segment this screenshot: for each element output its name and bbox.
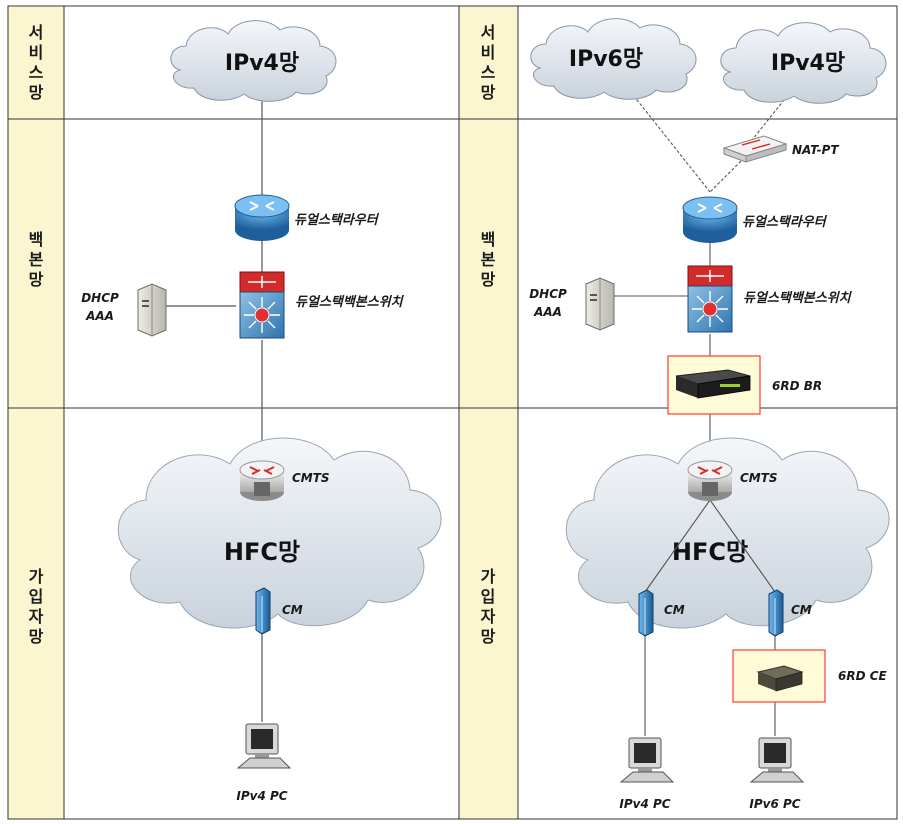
row-label-char: 입 bbox=[481, 587, 496, 606]
row-label-subscriber-right: 가 입 자 망 bbox=[481, 567, 496, 646]
row-label-char: 백 bbox=[481, 230, 496, 249]
router-label: 듀얼스택라우터 bbox=[294, 212, 380, 228]
row-label-column-left bbox=[7, 5, 65, 820]
link-line bbox=[709, 153, 749, 193]
row-label-char: 망 bbox=[29, 627, 44, 646]
cm-label: CM bbox=[791, 603, 812, 617]
link-line bbox=[644, 499, 711, 593]
pc-label: IPv4 PC bbox=[619, 797, 670, 811]
row-label-backbone-left: 백 본 망 bbox=[29, 230, 44, 289]
row-label-char: 본 bbox=[481, 250, 496, 269]
cmts-icon bbox=[687, 460, 733, 501]
row-label-char: 서 bbox=[481, 23, 496, 42]
right-cloud-links bbox=[644, 499, 776, 593]
row-label-backbone-right: 백 본 망 bbox=[481, 230, 496, 289]
cable-modem-icon bbox=[638, 589, 654, 637]
dhcp-aaa-server-icon bbox=[137, 283, 167, 337]
ipv6-pc-icon bbox=[749, 737, 805, 783]
ipv4-pc-icon bbox=[619, 737, 675, 783]
hfc-cloud-icon bbox=[565, 437, 890, 629]
row-label-char: 스 bbox=[29, 63, 44, 82]
dual-stack-router-icon bbox=[234, 194, 290, 241]
server-label-dhcp: DHCP bbox=[529, 287, 567, 301]
hfc-cloud-icon bbox=[117, 437, 442, 629]
router-label: 듀얼스택라우터 bbox=[742, 214, 828, 230]
row-label-char: 백 bbox=[29, 230, 44, 249]
dual-stack-router-icon bbox=[682, 196, 738, 243]
cmts-label: CMTS bbox=[292, 471, 330, 485]
row-label-char: 자 bbox=[29, 607, 44, 626]
row-label-char: 망 bbox=[481, 270, 496, 289]
cmts-icon bbox=[239, 460, 285, 501]
row-label-char: 비 bbox=[29, 43, 44, 62]
ipv4-cloud-label: IPv4망 bbox=[225, 51, 299, 76]
row-label-char: 가 bbox=[481, 567, 496, 586]
cmts-label: CMTS bbox=[740, 471, 778, 485]
ipv4-cloud-label: IPv4망 bbox=[771, 51, 845, 76]
ipv4-cloud-icon bbox=[170, 20, 337, 102]
switch-label: 듀얼스택백본스위치 bbox=[295, 294, 405, 310]
row-label-service-left: 서 비 스 망 bbox=[29, 23, 44, 102]
dual-stack-switch-icon bbox=[687, 265, 733, 333]
6rd-br-label: 6RD BR bbox=[772, 379, 822, 393]
nat-pt-device-icon bbox=[722, 135, 788, 163]
6rd-br-device-icon bbox=[675, 369, 751, 399]
row-label-char: 본 bbox=[29, 250, 44, 269]
row-label-char: 망 bbox=[481, 627, 496, 646]
row-label-char: 망 bbox=[29, 270, 44, 289]
dual-stack-switch-icon bbox=[239, 271, 285, 339]
row-label-char: 비 bbox=[481, 43, 496, 62]
nat-pt-label: NAT-PT bbox=[792, 143, 839, 157]
link-line bbox=[709, 499, 776, 593]
row-label-char: 망 bbox=[481, 83, 496, 102]
row-label-subscriber-left: 가 입 자 망 bbox=[29, 567, 44, 646]
ipv4-cloud-icon bbox=[720, 22, 887, 104]
row-label-column-right bbox=[458, 5, 519, 820]
hfc-cloud-label: HFC망 bbox=[224, 538, 300, 566]
server-label-aaa: AAA bbox=[85, 309, 114, 323]
ipv4-pc-icon bbox=[236, 723, 292, 769]
cable-modem-icon bbox=[255, 587, 271, 635]
cm-label: CM bbox=[664, 603, 685, 617]
row-label-char: 스 bbox=[481, 63, 496, 82]
row-label-char: 망 bbox=[29, 83, 44, 102]
switch-label: 듀얼스택백본스위치 bbox=[743, 290, 853, 306]
6rd-ce-device-icon bbox=[756, 665, 804, 692]
cable-modem-icon bbox=[768, 589, 784, 637]
hfc-cloud-label: HFC망 bbox=[672, 538, 748, 566]
server-label-aaa: AAA bbox=[533, 305, 562, 319]
row-label-char: 입 bbox=[29, 587, 44, 606]
row-label-char: 가 bbox=[29, 567, 44, 586]
server-label-dhcp: DHCP bbox=[81, 291, 119, 305]
row-label-service-right: 서 비 스 망 bbox=[481, 23, 496, 102]
ipv6-cloud-label: IPv6망 bbox=[569, 47, 643, 72]
pc-label: IPv6 PC bbox=[749, 797, 800, 811]
pc-label: IPv4 PC bbox=[236, 789, 287, 803]
row-label-char: 자 bbox=[481, 607, 496, 626]
ipv6-cloud-icon bbox=[530, 18, 697, 100]
cm-label: CM bbox=[282, 603, 303, 617]
row-label-char: 서 bbox=[29, 23, 44, 42]
6rd-ce-label: 6RD CE bbox=[838, 669, 888, 683]
dhcp-aaa-server-icon bbox=[585, 277, 615, 331]
